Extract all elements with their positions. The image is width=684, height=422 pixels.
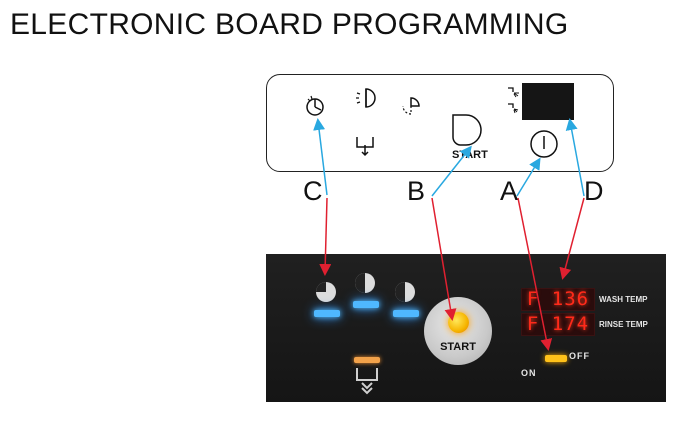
start-label: START xyxy=(452,149,488,161)
callout-c: C xyxy=(303,176,323,206)
rinse-spray-icon xyxy=(508,103,519,114)
cycle-3-led xyxy=(393,310,419,317)
rinse-temp-label: RINSE TEMP xyxy=(599,320,648,329)
cycle-timer-icon xyxy=(316,282,336,302)
cycle-1-led xyxy=(314,310,340,317)
drain-icon xyxy=(356,137,374,157)
callout-b: B xyxy=(407,176,426,206)
wash-temp-display: F 136 xyxy=(521,288,595,311)
quarter-moon-icon xyxy=(402,97,420,115)
timer-icon xyxy=(306,95,324,116)
off-label: OFF xyxy=(569,351,590,361)
start-button[interactable]: START xyxy=(424,297,492,365)
control-panel-diagram: START xyxy=(266,74,614,172)
drain-led xyxy=(354,357,380,363)
half-moon-icon xyxy=(356,88,376,108)
rinse-temp-display: F 174 xyxy=(521,313,595,336)
power-icon xyxy=(530,130,558,158)
cycle-2-led xyxy=(353,301,379,308)
page-title: ELECTRONIC BOARD PROGRAMMING xyxy=(10,8,569,41)
drain-board-icon xyxy=(356,368,378,395)
callout-d: D xyxy=(584,176,604,206)
start-led xyxy=(448,312,469,333)
wash-temp-label: WASH TEMP xyxy=(599,295,648,304)
start-button-label: START xyxy=(440,341,476,353)
temperature-display-outline xyxy=(522,83,574,120)
cycle-half-icon xyxy=(355,273,375,293)
on-label: ON xyxy=(521,368,537,378)
callout-a: A xyxy=(500,176,519,206)
cycle-quarter-icon xyxy=(395,282,415,302)
power-led[interactable] xyxy=(545,355,567,362)
electronic-board-photo: START F 136 F 174 WASH TEMP RINSE TEMP O… xyxy=(266,254,666,402)
start-button-icon xyxy=(452,114,482,146)
wash-spray-icon xyxy=(508,87,519,98)
